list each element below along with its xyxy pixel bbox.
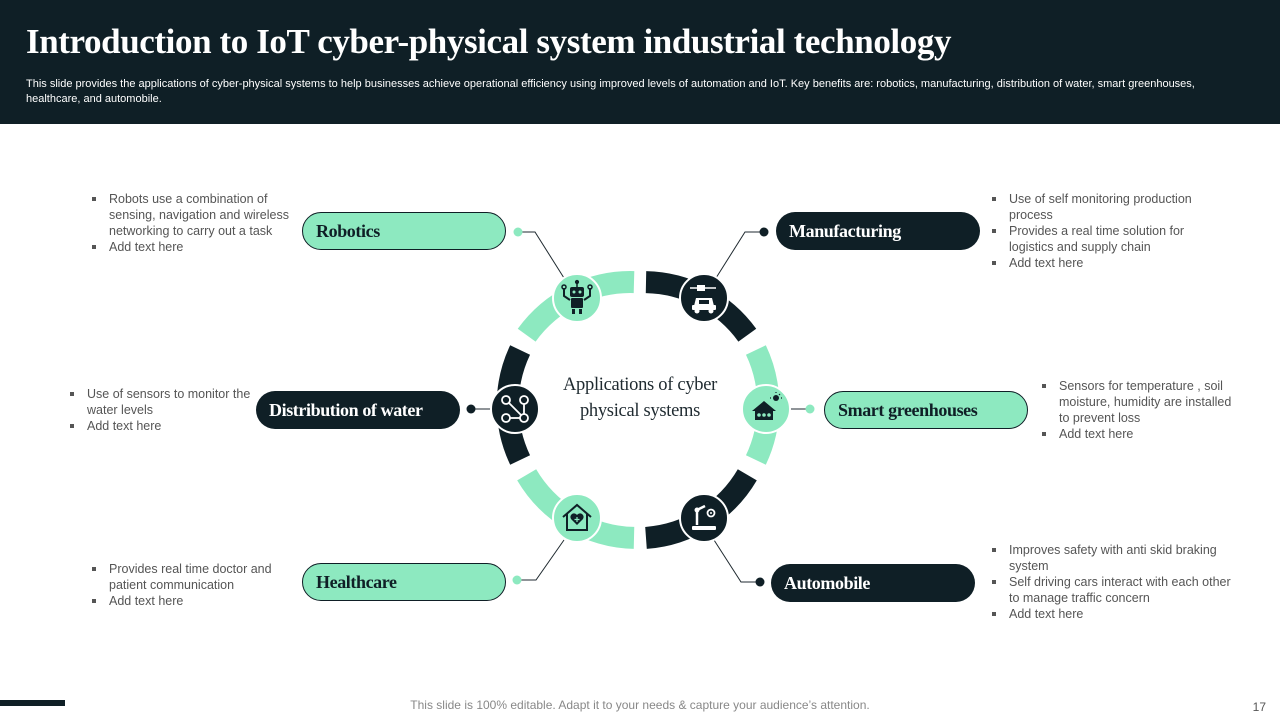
- bullet-item: Add text here: [91, 593, 291, 609]
- healthcare-label: Healthcare: [316, 571, 397, 592]
- footer-note: This slide is 100% editable. Adapt it to…: [410, 698, 870, 712]
- bullet-item: Self driving cars interact with each oth…: [991, 574, 1241, 606]
- connector-manufacturing: [715, 231, 764, 279]
- bullet-item: Add text here: [91, 239, 291, 255]
- conveyor-car-icon: [679, 273, 729, 323]
- greenhouses-pill: Smart greenhouses: [824, 391, 1028, 429]
- bullet-item: Add text here: [69, 418, 254, 434]
- connector-dot-healthcare: [512, 575, 522, 585]
- bullet-item: Sensors for temperature , soil moisture,…: [1041, 378, 1241, 426]
- bullet-item: Add text here: [991, 606, 1241, 622]
- center-label: Applications of cyber physical systems: [563, 375, 717, 421]
- bullet-item: Use of self monitoring production proces…: [991, 191, 1206, 223]
- robotics-pill: Robotics: [302, 212, 506, 250]
- greenhouses-bullets: Sensors for temperature , soil moisture,…: [1041, 378, 1241, 442]
- bullet-item: Provides a real time solution for logist…: [991, 223, 1206, 255]
- connector-dot-robotics: [513, 227, 523, 237]
- automobile-pill: Automobile: [771, 564, 975, 602]
- bullet-item: Add text here: [991, 255, 1206, 271]
- manufacturing-pill: Manufacturing: [776, 212, 980, 250]
- greenhouses-label: Smart greenhouses: [838, 399, 978, 420]
- bullet-item: Robots use a combination of sensing, nav…: [91, 191, 291, 239]
- connector-healthcare: [517, 539, 565, 581]
- connector-dot-water: [466, 404, 476, 414]
- bullet-item: Use of sensors to monitor the water leve…: [69, 386, 254, 418]
- greenhouse-icon: [741, 384, 791, 434]
- water-bullets: Use of sensors to monitor the water leve…: [69, 386, 254, 434]
- connector-robotics: [518, 231, 565, 279]
- healthcare-pill: Healthcare: [302, 563, 506, 601]
- automobile-label: Automobile: [784, 572, 871, 593]
- automobile-bullets: Improves safety with anti skid braking s…: [991, 542, 1241, 622]
- header-banner: Introduction to IoT cyber-physical syste…: [0, 0, 1280, 124]
- footer-accent-bar: [0, 700, 65, 706]
- page-number: 17: [1252, 700, 1266, 714]
- water-pill: Distribution of water: [256, 391, 460, 429]
- manufacturing-bullets: Use of self monitoring production proces…: [991, 191, 1206, 271]
- robotics-bullets: Robots use a combination of sensing, nav…: [91, 191, 291, 255]
- connector-automobile: [713, 539, 760, 583]
- healthcare-bullets: Provides real time doctor and patient co…: [91, 561, 291, 609]
- bullet-item: Improves safety with anti skid braking s…: [991, 542, 1241, 574]
- water-label: Distribution of water: [269, 399, 423, 420]
- slide-subtitle: This slide provides the applications of …: [26, 78, 1195, 105]
- connector-dot-greenhouses: [805, 404, 815, 414]
- water-network-icon: [490, 384, 540, 434]
- manufacturing-label: Manufacturing: [789, 220, 901, 241]
- robot-icon: [552, 273, 602, 323]
- bullet-item: Add text here: [1041, 426, 1241, 442]
- connector-dot-manufacturing: [759, 227, 769, 237]
- robotic-arm-icon: [679, 493, 729, 543]
- slide-title: Introduction to IoT cyber-physical syste…: [26, 22, 952, 61]
- robotics-label: Robotics: [316, 220, 380, 241]
- connector-dot-automobile: [755, 577, 765, 587]
- health-home-icon: [552, 493, 602, 543]
- bullet-item: Provides real time doctor and patient co…: [91, 561, 291, 593]
